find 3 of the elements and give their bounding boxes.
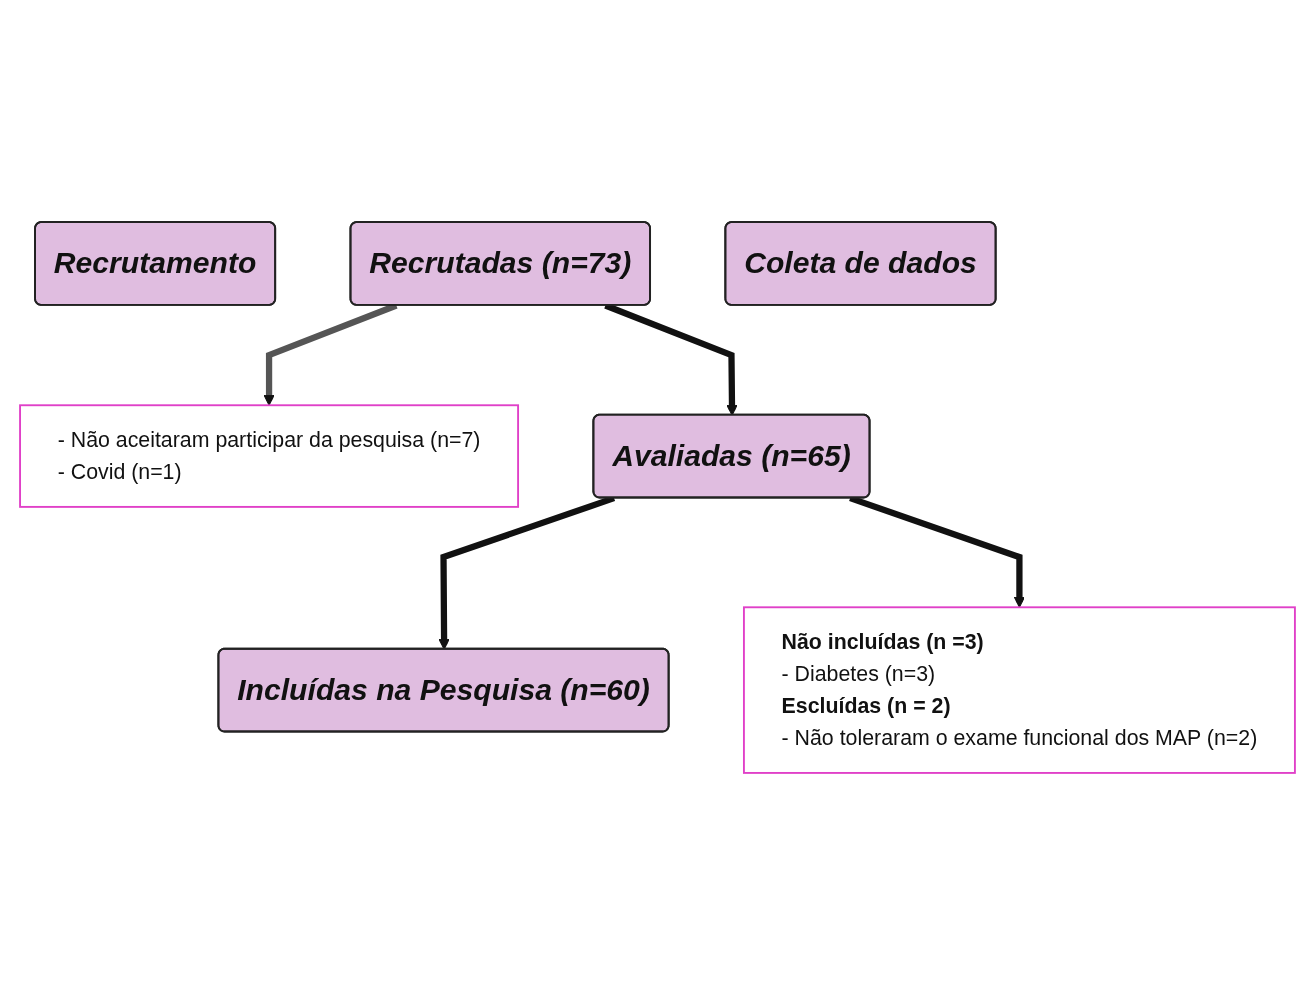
node-box: - Não aceitaram participar da pesquisa (n=7) - Covid (n=1) [19,404,520,508]
arrow [849,495,1025,608]
node-box: Não incluídas (n =3) - Diabetes (n=3) Escluídas (n = 2) - Não toleraram o exame funcional dos MAP (n=2) [743,606,1296,774]
